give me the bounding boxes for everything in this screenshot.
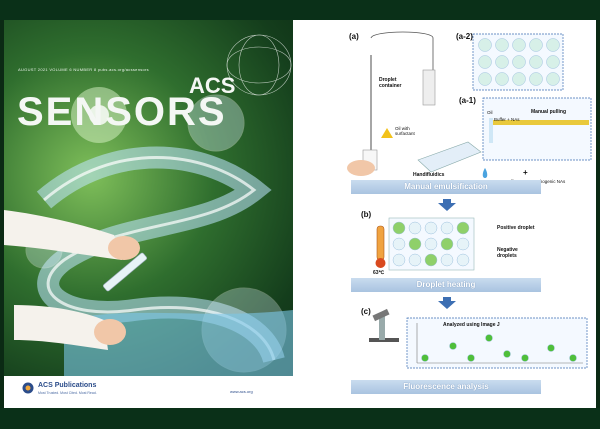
acs-logo-icon [22,382,34,394]
negative-droplet [440,253,454,267]
droplet-a2 [546,38,560,52]
droplet-a2 [495,72,509,86]
cover-footer [4,376,293,408]
publisher-website: www.acs.org [230,389,253,394]
droplet-a2 [512,38,526,52]
label-analyzed-imagej: Analyzed using Image J [443,322,500,328]
journal-prefix: ACS [189,73,236,98]
droplet-a2 [546,55,560,69]
publisher-tagline: Most Trusted. Most Cited. Most Read. [38,391,97,395]
label-oil-surfactant: Oil with surfactant [395,126,415,136]
schematic-figure: (a) (a-2) (a-1) Droplet container Oil wi… [293,20,596,408]
journal-cover: AUGUST 2021 VOLUME 6 NUMBER 8 pubs.acs.o… [4,20,293,408]
stage-fluorescence-analysis: Fluorescence analysis [351,380,541,394]
negative-droplet [456,237,470,251]
panel-label-a2: (a-2) [456,32,473,41]
issue-line: AUGUST 2021 VOLUME 6 NUMBER 8 pubs.acs.o… [18,67,149,72]
positive-droplet [440,237,454,251]
top-band [0,0,600,20]
analysis-point [449,342,457,350]
panel-label-b: (b) [361,210,372,219]
stage-droplet-heating: Droplet heating [351,278,541,292]
analysis-point [485,334,493,342]
negative-droplet [408,221,422,235]
positive-droplet [456,221,470,235]
flow-arrow-2 [438,301,456,309]
cover-artwork [4,34,293,376]
analysis-point [421,354,429,362]
droplet-a2 [512,55,526,69]
analysis-point [467,354,475,362]
flow-arrow-1 [438,203,456,211]
negative-droplet [440,221,454,235]
positive-droplet [392,221,406,235]
positive-droplet [424,253,438,267]
label-handifluidics: Handifluidics [413,172,445,178]
publisher-name: ACS Publications [38,382,97,389]
droplet-a2 [529,38,543,52]
droplet-a2 [546,72,560,86]
droplet-a2 [478,55,492,69]
analysis-point [521,354,529,362]
flow-arrow-stem-1 [443,199,451,203]
droplet-a2 [512,72,526,86]
droplet-a2 [478,38,492,52]
label-oil: Oil [487,110,493,115]
label-buffer-nas: Buffer + NAs [494,117,520,122]
negative-droplet [392,253,406,267]
droplet-a2 [495,38,509,52]
analysis-point [503,350,511,358]
label-manual-pulling: Manual pulling [531,109,566,115]
negative-droplet [456,253,470,267]
analysis-point [569,354,577,362]
positive-droplet [408,237,422,251]
bottom-band [0,408,600,429]
analysis-point [547,344,555,352]
label-positive-droplet: Positive droplet [497,225,535,231]
droplet-a2 [495,55,509,69]
negative-droplet [424,221,438,235]
label-negative-droplets: Negative droplets [497,247,518,259]
droplet-a2 [529,55,543,69]
droplet-a2 [529,72,543,86]
stage-manual-emulsification: Manual emulsification [351,180,541,194]
panel-label-a: (a) [349,32,359,41]
droplet-a2 [478,72,492,86]
droplet-grids [392,38,577,362]
label-temperature: 63℃ [373,270,385,276]
negative-droplet [424,237,438,251]
panel-label-a1: (a-1) [459,96,476,105]
label-droplet-container: Droplet container [379,77,402,89]
label-pathogenic-nas: Pathogenic NAs [533,179,566,184]
negative-droplet [392,237,406,251]
panel-label-c: (c) [361,307,371,316]
label-plus: + [523,168,528,177]
flow-arrow-stem-2 [443,297,451,301]
journal-title: SENSORS [17,90,227,134]
negative-droplet [408,253,422,267]
